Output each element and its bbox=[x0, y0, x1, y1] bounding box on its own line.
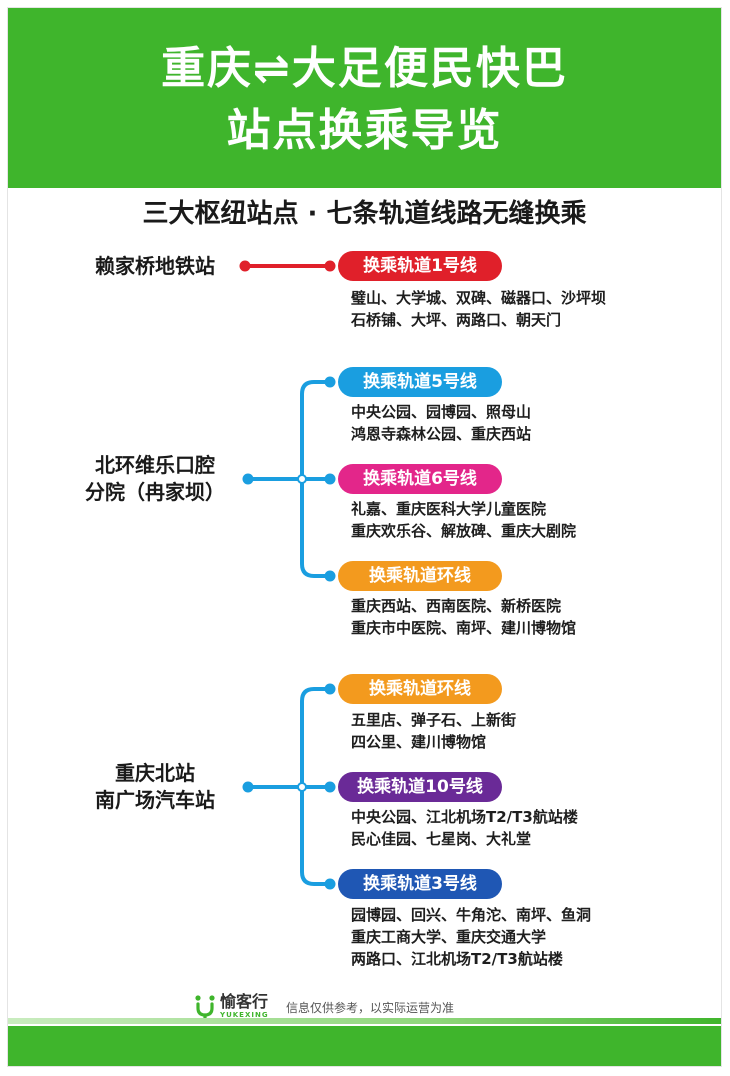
station-line: 园博园、回兴、牛角沱、南坪、鱼洞 bbox=[351, 906, 592, 924]
station-list-loop-2: 五里店、弹子石、上新街 四公里、建川博物馆 bbox=[351, 709, 516, 753]
footer-bar bbox=[8, 1026, 721, 1066]
hub-name-chongqing-north: 重庆北站 南广场汽车站 bbox=[70, 760, 240, 814]
hub1-dot-start bbox=[239, 260, 251, 272]
line-badge-loop-2: 换乘轨道环线 bbox=[338, 674, 502, 704]
station-line: 中央公园、园博园、照母山 bbox=[351, 403, 532, 421]
station-line: 璧山、大学城、双碑、磁器口、沙坪坝 bbox=[351, 289, 607, 307]
station-line: 两路口、江北机场T2/T3航站楼 bbox=[351, 950, 563, 968]
station-list-line10: 中央公园、江北机场T2/T3航站楼 民心佳园、七星岗、大礼堂 bbox=[351, 806, 578, 850]
logo-subtext: YUKEXING bbox=[220, 1011, 269, 1019]
yukexing-logo-icon bbox=[195, 995, 215, 1020]
hub-name-line: 分院（冉家坝） bbox=[85, 480, 225, 504]
hub2-junction bbox=[297, 474, 307, 484]
station-line: 重庆工商大学、重庆交通大学 bbox=[351, 928, 547, 946]
station-list-line6: 礼嘉、重庆医科大学儿童医院 重庆欢乐谷、解放碑、重庆大剧院 bbox=[351, 498, 576, 542]
footer-stripe bbox=[8, 1018, 721, 1024]
title-line-1: 重庆⇌大足便民快巴 bbox=[161, 43, 568, 94]
hub2-dot bbox=[242, 473, 254, 485]
station-list-loop: 重庆西站、西南医院、新桥医院 重庆市中医院、南坪、建川博物馆 bbox=[351, 595, 576, 639]
hub3-dot bbox=[242, 781, 254, 793]
hub-name-line: 赖家桥地铁站 bbox=[95, 254, 215, 278]
hub3-end-2 bbox=[324, 781, 336, 793]
hub3-junction bbox=[297, 782, 307, 792]
hub2-end-2 bbox=[324, 473, 336, 485]
station-list-line1: 璧山、大学城、双碑、磁器口、沙坪坝 石桥铺、大坪、两路口、朝天门 bbox=[351, 287, 606, 331]
station-line: 五里店、弹子石、上新街 bbox=[351, 711, 517, 729]
hub-name-line: 南广场汽车站 bbox=[95, 788, 215, 812]
hub3-end-3 bbox=[324, 878, 336, 890]
hub1-dot-end bbox=[324, 260, 336, 272]
hub-name-line: 北环维乐口腔 bbox=[95, 453, 215, 477]
station-list-line5: 中央公园、园博园、照母山 鸿恩寺森林公园、重庆西站 bbox=[351, 401, 531, 445]
title-line-2: 站点换乘导览 bbox=[226, 105, 503, 156]
station-line: 重庆市中医院、南坪、建川博物馆 bbox=[351, 619, 577, 637]
subtitle: 三大枢纽站点 · 七条轨道线路无缝换乘 bbox=[142, 199, 587, 229]
station-line: 重庆西站、西南医院、新桥医院 bbox=[351, 597, 562, 615]
line-badge-line6: 换乘轨道6号线 bbox=[338, 464, 502, 494]
logo-text: 愉客行 bbox=[220, 992, 269, 1011]
station-line: 四公里、建川博物馆 bbox=[351, 733, 487, 751]
station-line: 礼嘉、重庆医科大学儿童医院 bbox=[351, 500, 547, 518]
line-badge-line1: 换乘轨道1号线 bbox=[338, 251, 502, 281]
disclaimer-text: 信息仅供参考，以实际运营为准 bbox=[286, 1001, 455, 1015]
hub-name-laijiaqiao: 赖家桥地铁站 bbox=[70, 253, 240, 280]
header-banner: 重庆⇌大足便民快巴 站点换乘导览 bbox=[8, 8, 721, 188]
hub-name-line: 重庆北站 bbox=[115, 761, 195, 785]
station-line: 中央公园、江北机场T2/T3航站楼 bbox=[351, 808, 578, 826]
connector-lines bbox=[239, 260, 336, 890]
line-badge-line10: 换乘轨道10号线 bbox=[338, 772, 502, 802]
poster: 重庆⇌大足便民快巴 站点换乘导览 三大枢纽站点 · 七条轨道线路无缝换乘 赖家桥… bbox=[8, 8, 721, 1066]
line-badge-loop: 换乘轨道环线 bbox=[338, 561, 502, 591]
hub-name-beihuan: 北环维乐口腔 分院（冉家坝） bbox=[70, 452, 240, 506]
line-badge-line5: 换乘轨道5号线 bbox=[338, 367, 502, 397]
station-line: 民心佳园、七星岗、大礼堂 bbox=[351, 830, 532, 848]
hub2-end-1 bbox=[324, 376, 336, 388]
station-line: 重庆欢乐谷、解放碑、重庆大剧院 bbox=[351, 522, 577, 540]
station-line: 石桥铺、大坪、两路口、朝天门 bbox=[351, 311, 562, 329]
hub2-end-3 bbox=[324, 570, 336, 582]
line-badge-line3: 换乘轨道3号线 bbox=[338, 869, 502, 899]
station-list-line3: 园博园、回兴、牛角沱、南坪、鱼洞 重庆工商大学、重庆交通大学 两路口、江北机场T… bbox=[351, 904, 591, 970]
station-line: 鸿恩寺森林公园、重庆西站 bbox=[351, 425, 532, 443]
hub3-end-1 bbox=[324, 683, 336, 695]
